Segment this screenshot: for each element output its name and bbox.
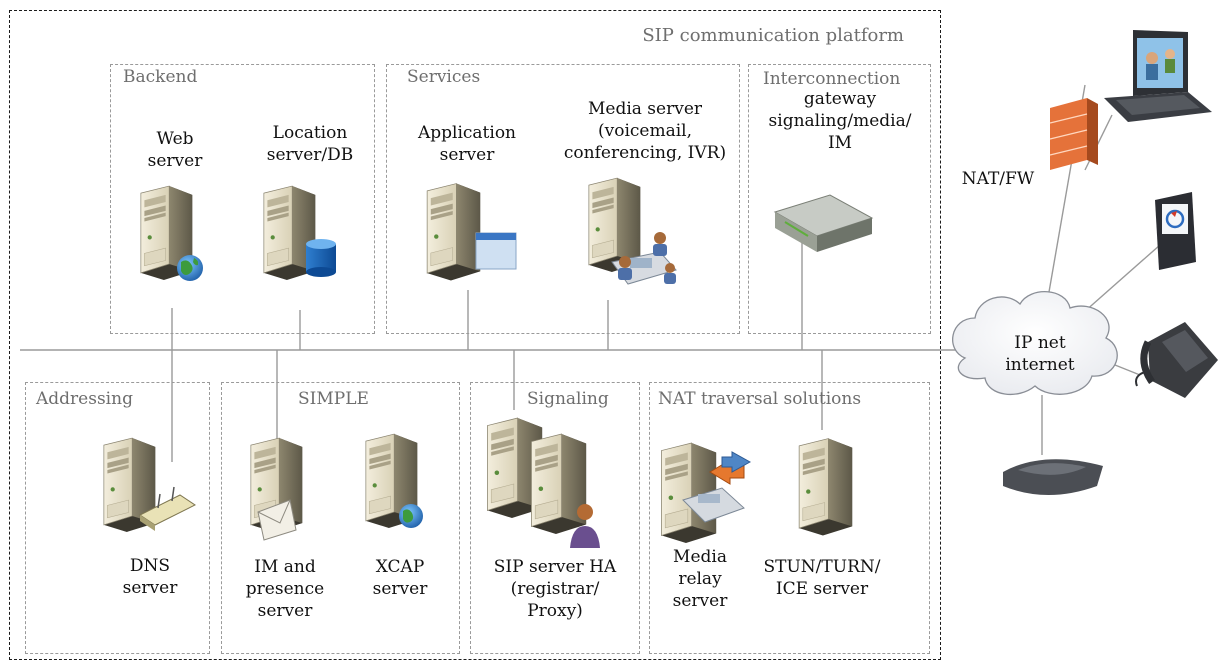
desk-phone-icon bbox=[1135, 322, 1218, 398]
user-icon bbox=[570, 504, 600, 548]
addressing-group: Addressing bbox=[25, 382, 210, 654]
laptop-icon bbox=[1104, 30, 1212, 122]
nat-traversal-group: NAT traversal solutions bbox=[649, 382, 930, 654]
backend-group: Backend bbox=[110, 64, 375, 334]
services-group: Services bbox=[386, 64, 740, 334]
stun-server-label: STUN/TURN/ICE server bbox=[763, 557, 881, 599]
simple-group: SIMPLE bbox=[221, 382, 460, 654]
firewall-icon bbox=[1049, 98, 1098, 170]
services-title: Services bbox=[407, 67, 481, 87]
simple-title: SIMPLE bbox=[298, 389, 369, 409]
interconnection-group: Interconnection bbox=[748, 64, 931, 334]
platform-title: SIP communication platform bbox=[642, 25, 904, 46]
pda-icon bbox=[1155, 192, 1196, 270]
sip-platform-box: SIP communication platform bbox=[9, 10, 941, 660]
signaling-group: Signaling bbox=[470, 382, 640, 654]
envelope-icon bbox=[257, 499, 297, 541]
backend-title: Backend bbox=[123, 67, 198, 87]
sip-server-label: SIP server HA(registrar/Proxy) bbox=[493, 557, 617, 621]
window-icon bbox=[475, 232, 517, 270]
relay-phone-icon bbox=[682, 451, 752, 523]
database-icon bbox=[306, 239, 336, 277]
globe-icon bbox=[177, 255, 203, 281]
media-server-label: Media server(voicemail,conferencing, IVR… bbox=[563, 99, 727, 163]
addressing-title: Addressing bbox=[36, 389, 133, 409]
globe-icon-xcap bbox=[399, 504, 423, 528]
cloud-icon bbox=[952, 291, 1118, 396]
gateway-icon bbox=[773, 194, 874, 252]
conference-phone-external-icon bbox=[1003, 459, 1103, 495]
router-icon bbox=[139, 486, 196, 531]
conference-phone-icon bbox=[611, 232, 677, 285]
interconnection-title: Interconnection bbox=[763, 69, 901, 89]
signaling-title: Signaling bbox=[527, 389, 609, 409]
firewall-label: NAT/FW bbox=[961, 169, 1035, 189]
nat-traversal-title: NAT traversal solutions bbox=[658, 389, 862, 409]
